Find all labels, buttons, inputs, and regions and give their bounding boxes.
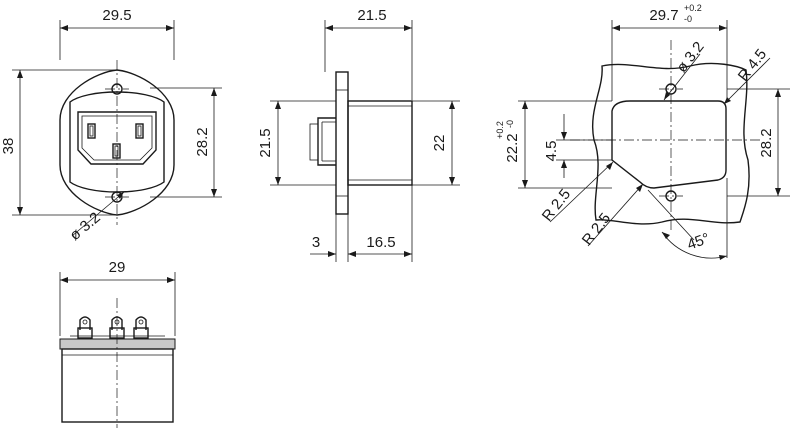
cutout-height-tol-lower: -0 (505, 120, 515, 128)
cutout-height-label: 22.2 (504, 133, 521, 162)
side-height-label: 21.5 (257, 128, 274, 157)
cutout-width-tol-lower: -0 (684, 14, 692, 24)
cutout-radius-b-label: R 2.5 (579, 210, 614, 249)
cutout-width-label: 29.7 (649, 7, 678, 24)
side-width-label: 21.5 (357, 7, 386, 24)
side-view: 21.5 21.5 22 3 (257, 7, 460, 262)
side-body-height-label: 22 (431, 135, 448, 152)
cutout-radius-top-label: R 4.5 (735, 46, 770, 85)
front-inner-height-label: 28.2 (194, 127, 211, 156)
side-body-depth-label: 16.5 (366, 234, 395, 251)
cutout-hole-label: ø 3.2 (673, 39, 707, 76)
cutout-step-label: 4.5 (543, 141, 560, 162)
bottom-view: 29 (59, 259, 176, 428)
cutout-inner-height-label: 28.2 (758, 128, 775, 157)
bottom-width-label: 29 (109, 259, 126, 276)
side-flange-label: 3 (312, 234, 320, 251)
front-view: 29.5 38 28.2 (0, 7, 222, 244)
front-height-label: 38 (0, 138, 17, 155)
cutout-width-tol-upper: +0.2 (684, 3, 702, 13)
cutout-radius-a-label: R 2.5 (539, 186, 574, 225)
cutout-height-tol-upper: +0.2 (495, 121, 505, 139)
cutout-angle-label: 45° (685, 230, 712, 254)
front-width-label: 29.5 (102, 7, 131, 24)
cutout-view: 29.7 +0.2 -0 22.2 +0.2 -0 4.5 28.2 ø 3.2 (495, 3, 790, 260)
